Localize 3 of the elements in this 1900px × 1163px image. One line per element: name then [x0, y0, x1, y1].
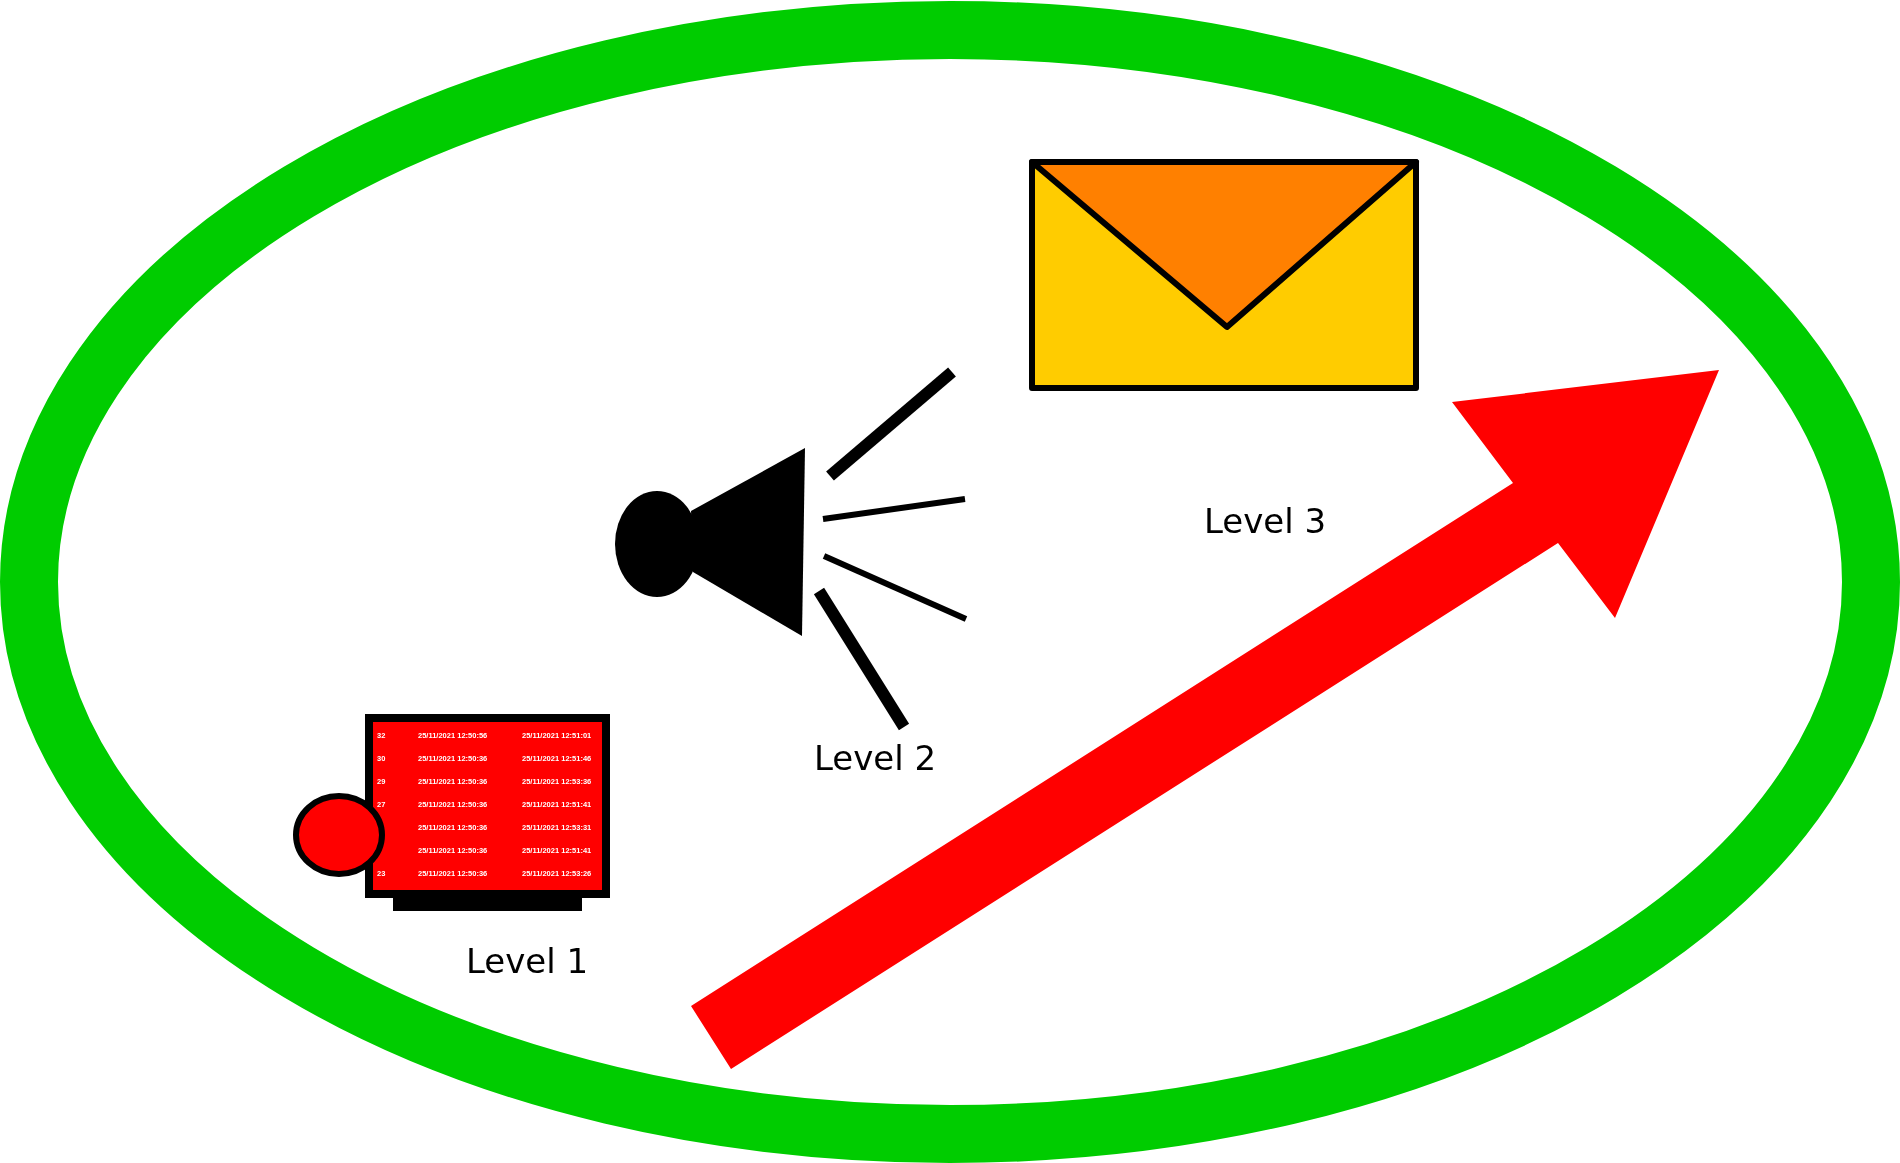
- level-label: Level 2: [813, 738, 937, 778]
- level-label: Level 1: [465, 941, 589, 981]
- level-label: Level 3: [1203, 501, 1327, 541]
